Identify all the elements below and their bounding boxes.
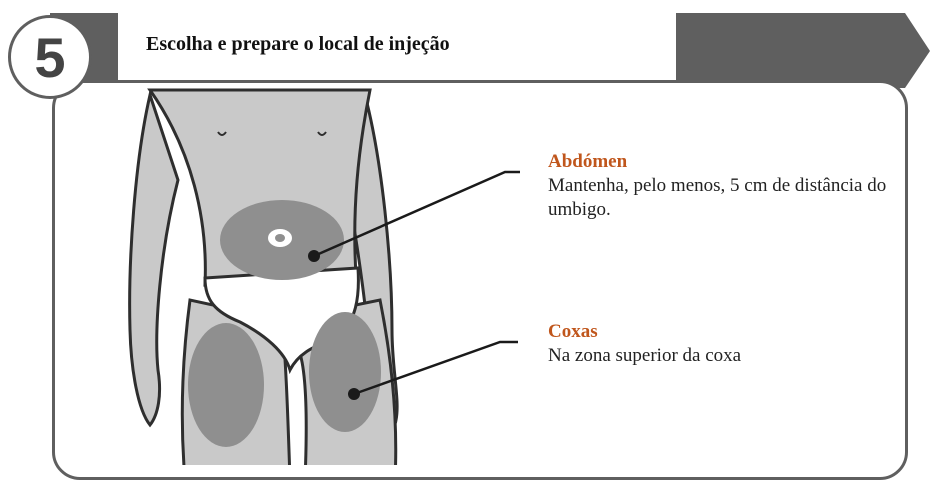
step-title: Escolha e prepare o local de injeção <box>146 33 450 55</box>
thigh-title: Coxas <box>548 321 598 342</box>
thigh-leader-line <box>353 340 518 396</box>
abdomen-text: Mantenha, pelo menos, 5 cm de distância … <box>548 175 887 220</box>
abdomen-title: Abdómen <box>548 151 628 172</box>
thigh-label: Coxas Na zona superior da coxa <box>548 320 888 368</box>
step-number-badge: 5 <box>8 15 92 99</box>
step-number: 5 <box>34 26 66 89</box>
abdomen-leader-line <box>313 170 520 258</box>
abdomen-marker-dot <box>308 250 320 262</box>
thigh-text: Na zona superior da coxa <box>548 345 742 366</box>
step-title-box: Escolha e prepare o local de injeção <box>118 13 676 80</box>
left-arm <box>128 89 180 428</box>
body-illustration <box>128 88 520 465</box>
left-thigh-zone <box>188 323 264 447</box>
right-thigh-zone <box>309 312 381 432</box>
navel <box>275 234 285 242</box>
abdomen-label: Abdómen Mantenha, pelo menos, 5 cm de di… <box>548 150 888 222</box>
thigh-marker-dot <box>348 388 360 400</box>
